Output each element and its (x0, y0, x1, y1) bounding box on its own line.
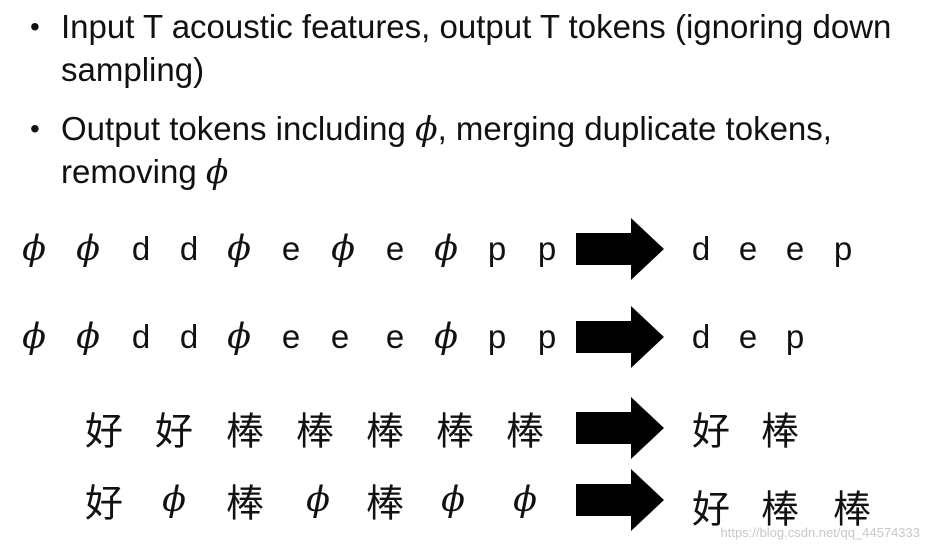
bullet-dot: • (30, 11, 40, 42)
blank-token: ϕ (434, 317, 458, 357)
blank-token: ϕ (227, 229, 251, 269)
blank-token: ϕ (22, 317, 46, 357)
blank-token: ϕ (434, 229, 458, 269)
right-arrow-icon (576, 469, 664, 531)
output-token: d (691, 230, 711, 267)
output-token: d (691, 318, 711, 355)
input-token: e (281, 318, 301, 355)
bullet-dot: • (30, 113, 40, 144)
input-token: e (281, 230, 301, 267)
input-token: d (131, 318, 151, 355)
input-token: p (487, 230, 507, 267)
blank-token: ϕ (76, 317, 100, 357)
blank-token: ϕ (76, 229, 100, 269)
input-token: d (179, 230, 199, 267)
input-token: d (131, 230, 151, 267)
blank-token: ϕ (227, 317, 251, 357)
right-arrow-icon (576, 306, 664, 368)
output-token: 棒 (760, 487, 800, 532)
blank-token: ϕ (441, 480, 465, 520)
blank-token: ϕ (306, 480, 330, 520)
watermark: https://blog.csdn.net/qq_44574333 (720, 525, 921, 540)
output-token: 棒 (760, 409, 800, 454)
input-token: 棒 (365, 481, 405, 526)
bullet-2-text-a: Output tokens including (61, 110, 416, 147)
input-token: d (179, 318, 199, 355)
input-token: 棒 (225, 481, 265, 526)
output-token: e (738, 230, 758, 267)
input-token: 棒 (435, 409, 475, 454)
input-token: 好 (84, 481, 124, 526)
bullet-2-text-b: , merging duplicate tokens, removing (61, 110, 832, 190)
bullet-1: • Input T acoustic features, output T to… (30, 5, 910, 91)
input-token: 棒 (225, 409, 265, 454)
bullet-2-text: Output tokens including ϕ, merging dupli… (30, 107, 910, 193)
right-arrow-icon (576, 218, 664, 280)
bullet-1-text: Input T acoustic features, output T toke… (61, 8, 892, 88)
output-token: e (785, 230, 805, 267)
input-token: e (330, 318, 350, 355)
input-token: p (537, 318, 557, 355)
input-token: 棒 (505, 409, 545, 454)
right-arrow-icon (576, 397, 664, 459)
phi-symbol: ϕ (205, 152, 229, 191)
bullet-2: • Output tokens including ϕ, merging dup… (30, 107, 910, 193)
output-token: 棒 (832, 487, 872, 532)
input-token: e (385, 318, 405, 355)
blank-token: ϕ (162, 480, 186, 520)
input-token: 好 (154, 409, 194, 454)
input-token: 好 (84, 409, 124, 454)
output-token: e (738, 318, 758, 355)
input-token: 棒 (365, 409, 405, 454)
input-token: p (487, 318, 507, 355)
blank-token: ϕ (22, 229, 46, 269)
example-row: 好好棒棒棒棒棒好棒 (0, 0, 930, 459)
phi-symbol: ϕ (415, 109, 438, 148)
output-token: 好 (691, 487, 731, 532)
blank-token: ϕ (331, 229, 355, 269)
input-token: e (385, 230, 405, 267)
input-token: p (537, 230, 557, 267)
input-token: 棒 (295, 409, 335, 454)
output-token: p (833, 230, 853, 267)
output-token: p (785, 318, 805, 355)
output-token: 好 (691, 409, 731, 454)
blank-token: ϕ (513, 480, 537, 520)
